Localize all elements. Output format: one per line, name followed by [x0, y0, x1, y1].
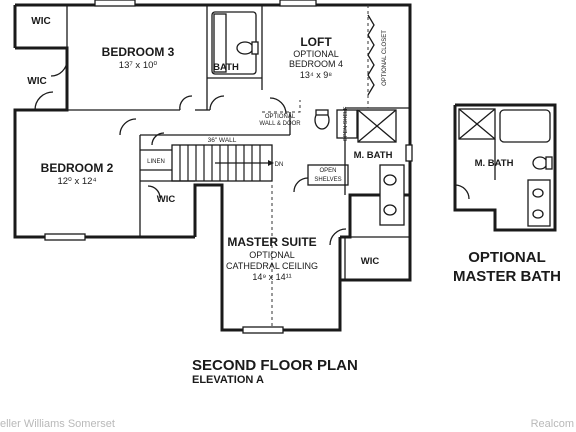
interior-walls	[66, 5, 410, 330]
watermark-right: Realcom	[531, 418, 574, 430]
plan-title: SECOND FLOOR PLAN	[192, 357, 358, 374]
bedroom2-name: BEDROOM 2	[41, 161, 114, 175]
stairs	[179, 145, 274, 181]
linen-label: LINEN	[147, 159, 165, 165]
bedroom3-dimensions: 13⁷ x 10⁰	[119, 60, 158, 71]
bedroom3-name: BEDROOM 3	[102, 45, 175, 59]
captions: OPTIONAL MASTER BATH SECOND FLOOR PLAN E…	[192, 249, 561, 386]
optional-closet-label: OPTIONAL CLOSET	[382, 30, 388, 86]
watermark-left: eller Williams Somerset	[0, 418, 115, 430]
wic-master-label: WIC	[361, 256, 380, 267]
optional-wall-label-2: WALL & DOOR	[259, 121, 301, 127]
watermarks: eller Williams Somerset Realcom	[0, 418, 574, 430]
optional-wall-label-1: OPTIONAL	[265, 114, 296, 120]
wic-top-label: WIC	[31, 16, 50, 27]
wall-36-label: 36" WALL	[208, 137, 237, 144]
loft-name: LOFT	[300, 35, 332, 49]
master-suite-name: MASTER SUITE	[227, 235, 316, 249]
windows	[44, 0, 413, 334]
optional-master-bath-caption-1: OPTIONAL	[468, 249, 546, 266]
master-cathedral: CATHEDRAL CEILING	[226, 261, 318, 271]
loft-optional: OPTIONAL	[293, 49, 339, 59]
master-dimensions: 14⁹ x 14¹¹	[252, 272, 291, 282]
room-labels: WIC WIC BEDROOM 3 13⁷ x 10⁰ BATH LOFT OP…	[27, 16, 513, 282]
master-optional: OPTIONAL	[249, 250, 295, 260]
open-shelves-label-2: SHELVES	[314, 177, 341, 183]
wic-center-label: WIC	[157, 194, 176, 205]
plan-subtitle: ELEVATION A	[192, 374, 264, 386]
open-shelf-label: OPEN SHELF	[343, 106, 349, 141]
down-label: DN	[275, 162, 284, 168]
open-shelves-label-1: OPEN	[319, 168, 336, 174]
loft-bedroom4: BEDROOM 4	[289, 59, 343, 69]
loft-dimensions: 13⁴ x 9⁸	[300, 70, 332, 80]
bedroom2-dimensions: 12⁰ x 12⁴	[57, 176, 96, 187]
wic-left-label: WIC	[27, 76, 46, 87]
door-swings	[34, 14, 375, 246]
optional-m-bath-label: M. BATH	[475, 158, 514, 169]
optional-master-bath-caption-2: MASTER BATH	[453, 268, 561, 285]
bath-fixtures	[211, 11, 405, 226]
bath-label: BATH	[213, 62, 239, 73]
optional-master-bath-plan	[453, 103, 557, 232]
master-bath-label: M. BATH	[354, 150, 393, 161]
